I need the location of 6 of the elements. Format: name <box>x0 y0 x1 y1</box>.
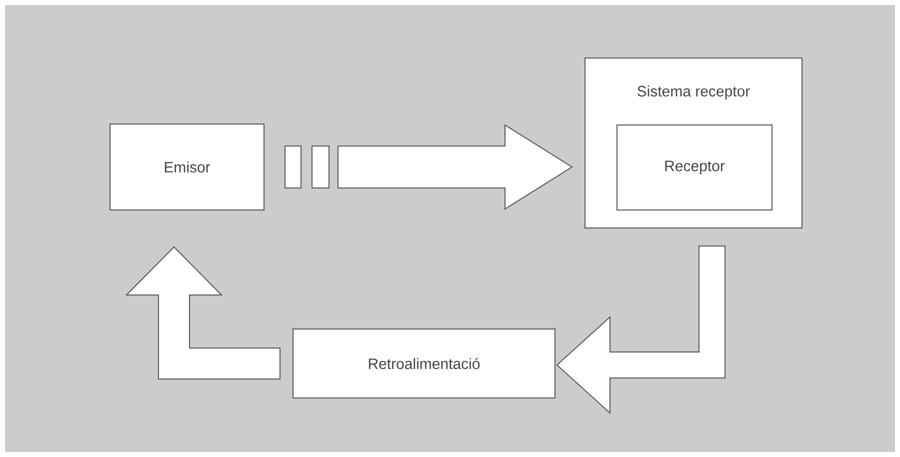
process-box: Emisor <box>110 124 264 210</box>
block-arrow <box>284 124 573 210</box>
block-arrow <box>125 246 280 380</box>
block-arrow <box>556 246 726 414</box>
process-box: Retroalimentació <box>292 328 556 398</box>
inner-box: Receptor <box>616 124 772 210</box>
